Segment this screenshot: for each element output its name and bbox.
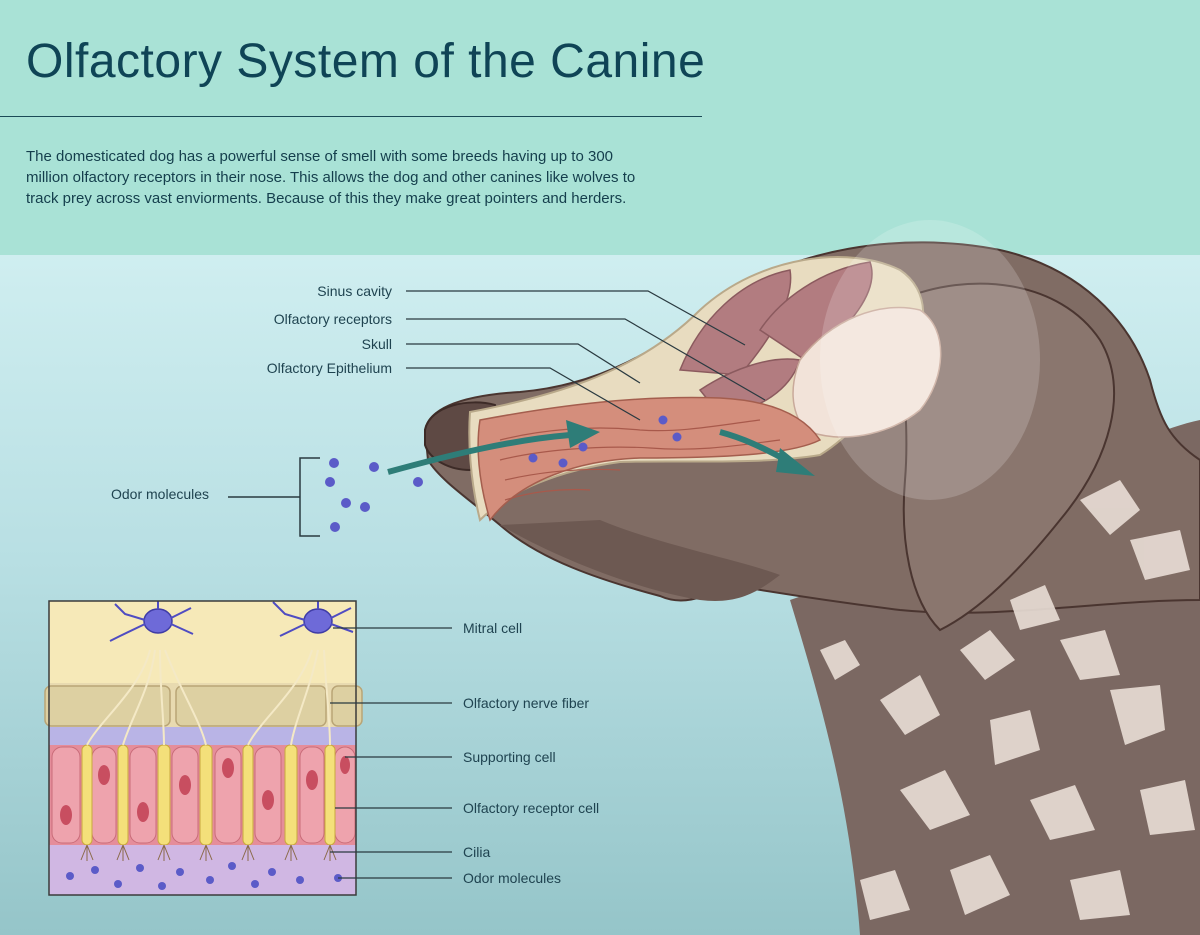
intro-paragraph: The domesticated dog has a powerful sens…	[26, 148, 636, 207]
label-olfactory-epithelium: Olfactory Epithelium	[266, 360, 392, 376]
page-title: Olfactory System of the Canine	[26, 35, 706, 88]
label-sinus-cavity: Sinus cavity	[317, 283, 392, 299]
dog-ear	[898, 282, 1116, 632]
dog-jaw	[500, 520, 780, 601]
translucent-overlay	[820, 220, 1040, 500]
label-olfactory-receptors: Olfactory receptors	[273, 311, 392, 327]
airflow-arrows	[387, 420, 815, 476]
label-mitral-cell: Mitral cell	[463, 620, 523, 636]
cell-inset	[44, 600, 363, 896]
label-olfactory-nerve-fiber: Olfactory nerve fiber	[463, 695, 590, 711]
odor-bracket	[299, 457, 320, 537]
title-divider	[0, 116, 702, 117]
dog-head	[423, 220, 1200, 935]
label-olfactory-receptor-cell: Olfactory receptor cell	[463, 800, 600, 816]
nasal-tissue	[477, 396, 822, 522]
head-leader-lines	[406, 290, 766, 421]
label-supporting-cell: Supporting cell	[463, 749, 556, 765]
label-odor-molecules-inset: Odor molecules	[463, 870, 562, 886]
inset-leader-lines	[330, 627, 452, 879]
nasal-turbinates	[499, 419, 781, 501]
odor-molecules-air	[325, 415, 682, 532]
label-cilia: Cilia	[463, 844, 491, 860]
coat-pattern	[820, 480, 1195, 920]
header-panel	[0, 0, 1200, 255]
label-skull: Skull	[361, 336, 392, 352]
label-odor-molecules-air: Odor molecules	[111, 486, 210, 502]
